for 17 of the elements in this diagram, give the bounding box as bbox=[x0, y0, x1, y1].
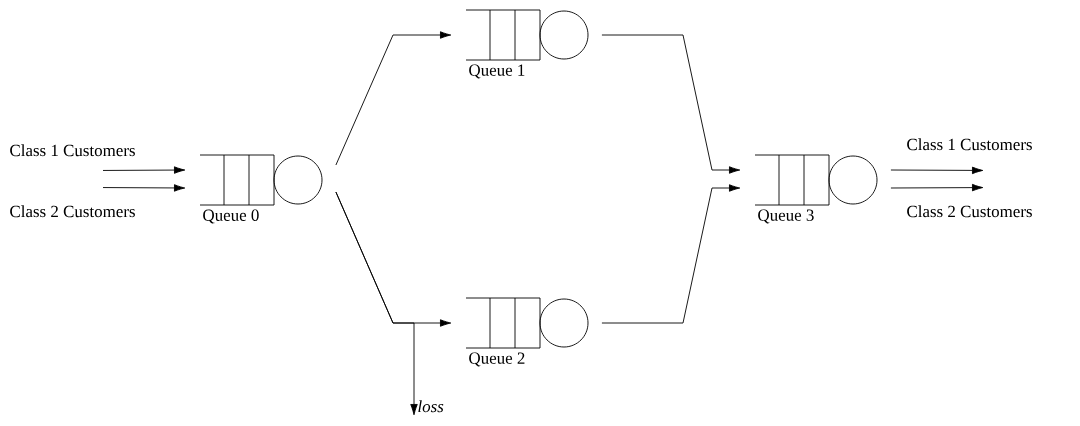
queue-label: Queue 3 bbox=[758, 209, 814, 224]
arrow bbox=[890, 166, 984, 175]
class-label: Class 1 Customers bbox=[907, 138, 1032, 151]
arrow bbox=[102, 166, 186, 174]
class-label: Class 2 Customers bbox=[907, 205, 1032, 218]
queue-label: Queue 0 bbox=[203, 209, 259, 224]
arrow bbox=[102, 184, 186, 192]
arrow bbox=[601, 184, 741, 324]
class-label: Class 1 Customers bbox=[10, 144, 135, 157]
queue-label: Queue 2 bbox=[469, 352, 525, 367]
queue-label: Queue 1 bbox=[469, 64, 525, 79]
class-label: Class 2 Customers bbox=[10, 205, 135, 218]
arrow bbox=[335, 31, 452, 166]
arrow bbox=[890, 183, 984, 192]
arrow bbox=[335, 191, 418, 416]
arrow bbox=[601, 34, 741, 174]
outflow-label: loss bbox=[418, 400, 444, 413]
